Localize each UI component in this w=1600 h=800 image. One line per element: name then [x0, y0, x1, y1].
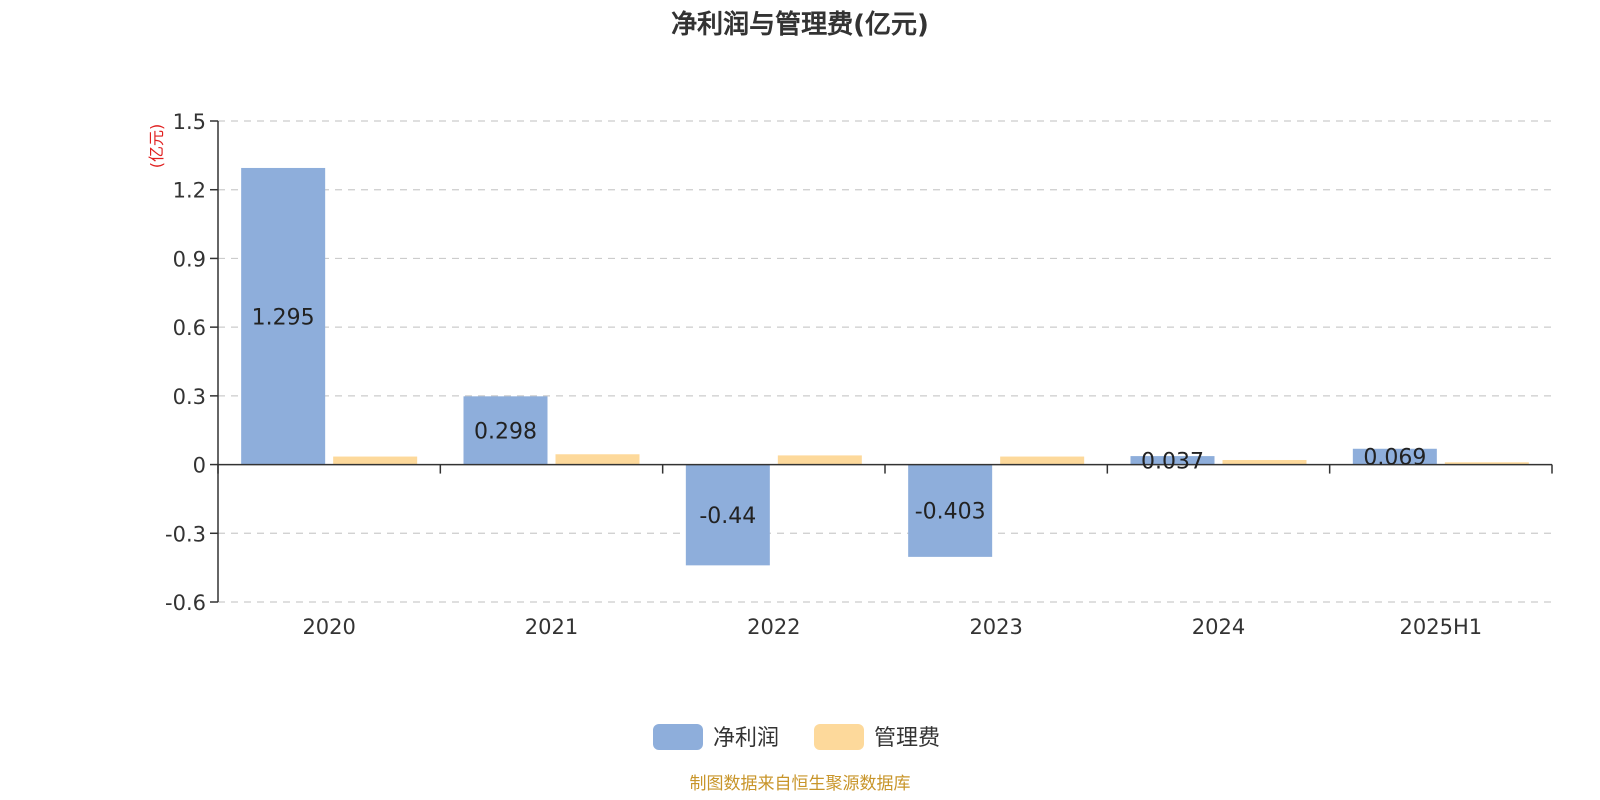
y-axis-unit-label: (亿元) — [147, 124, 166, 169]
x-tick-label: 2025H1 — [1400, 615, 1483, 639]
x-axis: 2020 2021 2022 2023 2024 2025H1 — [217, 463, 1553, 639]
source-note: 制图数据来自恒生聚源数据库 — [690, 774, 911, 794]
y-tick-label: -0.6 — [165, 591, 206, 615]
bar-net-profit — [1130, 456, 1215, 465]
bar-net-profit — [241, 167, 326, 465]
bar-management-fee — [777, 455, 862, 465]
y-axis: -0.6 -0.3 0 0.3 0.6 0.9 1.2 1.5 — [165, 110, 219, 615]
data-label: -0.44 — [699, 504, 756, 529]
data-label: 0.069 — [1363, 446, 1426, 471]
x-tick-label: 2022 — [747, 615, 800, 639]
legend-item-net-profit[interactable]: 净利润 — [653, 724, 779, 751]
y-tick-label: 0.6 — [173, 316, 206, 340]
bar-net-profit — [908, 464, 993, 557]
data-labels: 1.295 0.298 -0.44 -0.403 0.037 0.069 — [252, 305, 1427, 529]
x-tick-label: 2020 — [302, 615, 355, 639]
y-tick-label: -0.3 — [165, 522, 206, 546]
bar-net-profit — [685, 464, 770, 566]
legend-item-management-fee[interactable]: 管理费 — [814, 724, 940, 751]
data-label: 1.295 — [252, 305, 315, 330]
data-label: 0.298 — [474, 419, 537, 444]
legend[interactable]: 净利润 管理费 — [653, 724, 940, 751]
x-tick-label: 2024 — [1192, 615, 1245, 639]
legend-swatch — [814, 724, 864, 750]
data-label: -0.403 — [915, 500, 986, 525]
bar-management-fee — [1444, 462, 1529, 465]
bar-management-fee — [555, 454, 640, 465]
chart-title: 净利润与管理费(亿元) — [671, 9, 929, 40]
y-tick-label: 1.2 — [173, 179, 206, 203]
bar-net-profit — [1352, 448, 1437, 465]
y-tick-label: 0.9 — [173, 247, 206, 271]
legend-label: 净利润 — [713, 726, 779, 751]
legend-swatch — [653, 724, 703, 750]
bar-management-fee — [1222, 459, 1307, 465]
y-tick-label: 0.3 — [173, 385, 206, 409]
data-label: 0.037 — [1141, 449, 1204, 474]
bar-net-profit — [463, 396, 548, 465]
y-tick-label: 1.5 — [173, 110, 206, 134]
gridlines — [218, 120, 1552, 603]
x-tick-label: 2023 — [969, 615, 1022, 639]
legend-label: 管理费 — [874, 726, 940, 751]
x-tick-label: 2021 — [525, 615, 578, 639]
bars — [241, 167, 1529, 566]
bar-management-fee — [1000, 456, 1085, 465]
y-tick-label: 0 — [193, 454, 206, 478]
bar-management-fee — [333, 456, 418, 465]
